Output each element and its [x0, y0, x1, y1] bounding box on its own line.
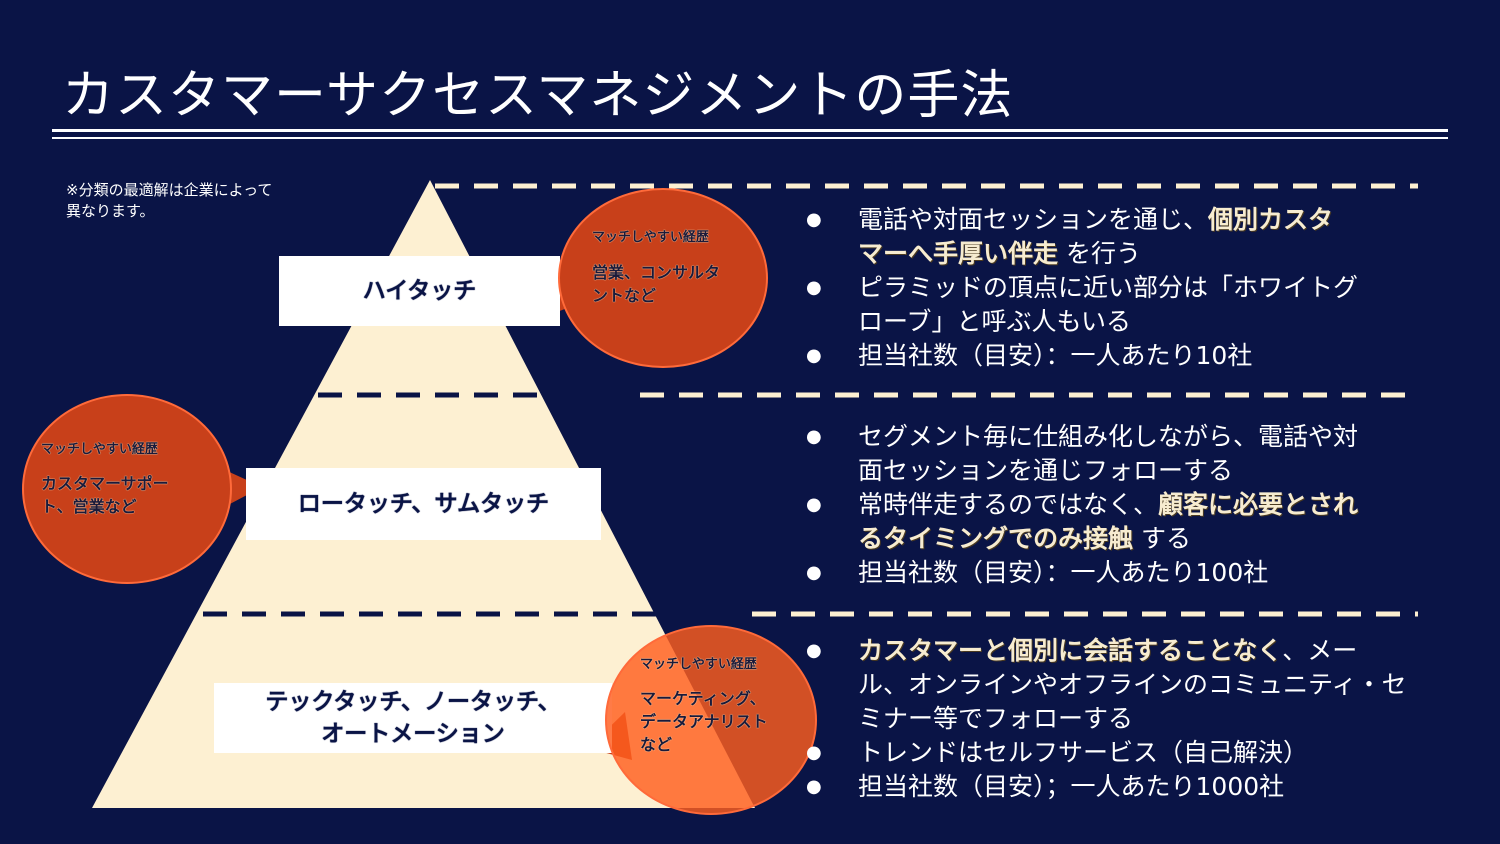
- bullet-item: ●常時伴走するのではなく、顧客に必要とされるタイミングでのみ接触 する: [800, 488, 1420, 556]
- classification-note: ※分類の最適解は企業によって 異なります。: [66, 180, 336, 222]
- bubble-heading: マッチしやすい経歴: [640, 657, 757, 672]
- bullet-text: する: [1133, 524, 1191, 553]
- bullets-high-touch: ●電話や対面セッションを通じ、個別カスタマーへ手厚い伴走 を行う●ピラミッドの頂…: [800, 203, 1420, 373]
- bullet-text: トレンドはセルフサービス（自己解決）: [858, 738, 1309, 767]
- bullet-item: ● ピラミッドの頂点に近い部分は「ホワイトグローブ」と呼ぶ人もいる: [800, 271, 1420, 339]
- highlight-text: 顧客に必要とされ: [1158, 490, 1359, 519]
- bullet-dot-icon: ●: [806, 277, 822, 298]
- bubble-heading: マッチしやすい経歴: [41, 442, 158, 457]
- highlight-text: るタイミングでのみ接触: [858, 524, 1134, 553]
- bullet-item: ● 担当社数（目安）；一人あたり1000社: [800, 770, 1420, 804]
- bubble-line: 営業、コンサルタ: [592, 263, 721, 282]
- bullet-text: セグメント毎に仕組み化しながら、電話や対: [858, 422, 1359, 451]
- bullet-text: ミナー等でフォローする: [858, 704, 1134, 733]
- bullet-text: ローブ」と呼ぶ人もいる: [858, 307, 1132, 336]
- career-bubble-tech-touch: マッチしやすい経歴 マーケティング、 データアナリスト など: [605, 625, 817, 815]
- tier-label-line: ロータッチ、サムタッチ: [297, 491, 550, 517]
- note-line: 異なります。: [66, 202, 155, 220]
- bullet-item: ● 担当社数（目安）：一人あたり10社: [800, 339, 1420, 373]
- bullet-item: ●電話や対面セッションを通じ、個別カスタマーへ手厚い伴走 を行う: [800, 203, 1420, 271]
- bullet-dot-icon: ●: [806, 426, 822, 447]
- bullet-dot-icon: ●: [806, 640, 822, 661]
- bullet-text: 、メー: [1282, 636, 1358, 665]
- bullet-dot-icon: ●: [806, 742, 822, 763]
- bullet-line: 担当社数（目安）：一人あたり10社: [858, 339, 1420, 373]
- bubble-line: ト、営業など: [41, 497, 137, 516]
- bullet-line: セグメント毎に仕組み化しながら、電話や対: [858, 420, 1420, 454]
- tier-label-tech-touch: テックタッチ、ノータッチ、 オートメーション: [214, 683, 612, 753]
- tier-label-high-touch: ハイタッチ: [279, 256, 560, 326]
- bullets-low-touch: ● セグメント毎に仕組み化しながら、電話や対面セッションを通じフォローする ● 常時伴…: [800, 420, 1420, 590]
- bullet-text: 担当社数（目安）；一人あたり1000社: [858, 772, 1285, 801]
- bullet-line: ミナー等でフォローする: [858, 702, 1420, 736]
- tier-label-line: テックタッチ、ノータッチ、: [265, 689, 561, 715]
- page-title: カスタマーサクセスマネジメントの手法: [62, 66, 1014, 126]
- tier-label-low-touch: ロータッチ、サムタッチ: [246, 468, 601, 540]
- bubble-body: カスタマーサポー ト、営業など: [41, 472, 169, 518]
- bullet-line: 常時伴走するのではなく、顧客に必要とされ: [858, 488, 1420, 522]
- bubble-line: カスタマーサポー: [41, 474, 169, 493]
- title-underline: [52, 129, 1448, 132]
- tier-label-line: オートメーション: [321, 721, 505, 747]
- bullet-text: を行う: [1058, 239, 1141, 268]
- bullet-text: ピラミッドの頂点に近い部分は「ホワイトグ: [858, 273, 1359, 302]
- bullet-line: 面セッションを通じフォローする: [858, 454, 1420, 488]
- career-bubble-high-touch: マッチしやすい経歴 営業、コンサルタ ントなど: [558, 188, 768, 368]
- bubble-heading: マッチしやすい経歴: [592, 230, 709, 245]
- bubble-body: マーケティング、 データアナリスト など: [640, 687, 768, 756]
- bullet-line: ローブ」と呼ぶ人もいる: [858, 305, 1420, 339]
- bullet-dot-icon: ●: [806, 776, 822, 797]
- tier-label-line: ハイタッチ: [362, 278, 477, 304]
- bullet-line: 電話や対面セッションを通じ、個別カスタ: [858, 203, 1420, 237]
- bullet-dot-icon: ●: [806, 345, 822, 366]
- bullet-text: 面セッションを通じフォローする: [858, 456, 1234, 485]
- bullet-text: 担当社数（目安）：一人あたり100社: [858, 558, 1269, 587]
- bullet-text: 担当社数（目安）：一人あたり10社: [858, 341, 1253, 370]
- bullet-line: マーへ手厚い伴走 を行う: [858, 237, 1420, 271]
- career-bubble-low-touch: マッチしやすい経歴 カスタマーサポー ト、営業など: [22, 394, 232, 584]
- note-line: ※分類の最適解は企業によって: [66, 181, 273, 199]
- bubble-line: マーケティング、: [640, 689, 766, 708]
- bubble-body: 営業、コンサルタ ントなど: [592, 261, 720, 307]
- bubble-line: データアナリスト: [640, 712, 768, 731]
- bullet-text: 電話や対面セッションを通じ、: [858, 205, 1209, 234]
- highlight-text: カスタマーと個別に会話することなく: [858, 636, 1283, 665]
- bullet-item: ● セグメント毎に仕組み化しながら、電話や対面セッションを通じフォローする: [800, 420, 1420, 488]
- highlight-text: 個別カスタ: [1208, 205, 1334, 234]
- bullet-line: ル、オンラインやオフラインのコミュニティ・セ: [858, 668, 1420, 702]
- bubble-line: など: [640, 735, 673, 754]
- bullet-line: ピラミッドの頂点に近い部分は「ホワイトグ: [858, 271, 1420, 305]
- highlight-text: マーへ手厚い伴走: [858, 239, 1059, 268]
- title-underline-thin: [52, 137, 1448, 139]
- bubble-tail-middle: [225, 470, 262, 505]
- bullet-item: ● 担当社数（目安）：一人あたり100社: [800, 556, 1420, 590]
- bullet-dot-icon: ●: [806, 209, 822, 230]
- bullet-line: 担当社数（目安）；一人あたり1000社: [858, 770, 1420, 804]
- bullet-line: トレンドはセルフサービス（自己解決）: [858, 736, 1420, 770]
- bullet-item: ●カスタマーと個別に会話することなく、メール、オンラインやオフラインのコミュニテ…: [800, 634, 1420, 736]
- bullet-text: 常時伴走するのではなく、: [858, 490, 1159, 519]
- bullet-dot-icon: ●: [806, 494, 822, 515]
- bullet-line: 担当社数（目安）：一人あたり100社: [858, 556, 1420, 590]
- bullets-tech-touch: ●カスタマーと個別に会話することなく、メール、オンラインやオフラインのコミュニテ…: [800, 634, 1420, 804]
- bubble-line: ントなど: [592, 286, 657, 305]
- bullet-text: ル、オンラインやオフラインのコミュニティ・セ: [858, 670, 1407, 699]
- bullet-line: カスタマーと個別に会話することなく、メー: [858, 634, 1420, 668]
- bullet-item: ● トレンドはセルフサービス（自己解決）: [800, 736, 1420, 770]
- bullet-line: るタイミングでのみ接触 する: [858, 522, 1420, 556]
- bullet-dot-icon: ●: [806, 562, 822, 583]
